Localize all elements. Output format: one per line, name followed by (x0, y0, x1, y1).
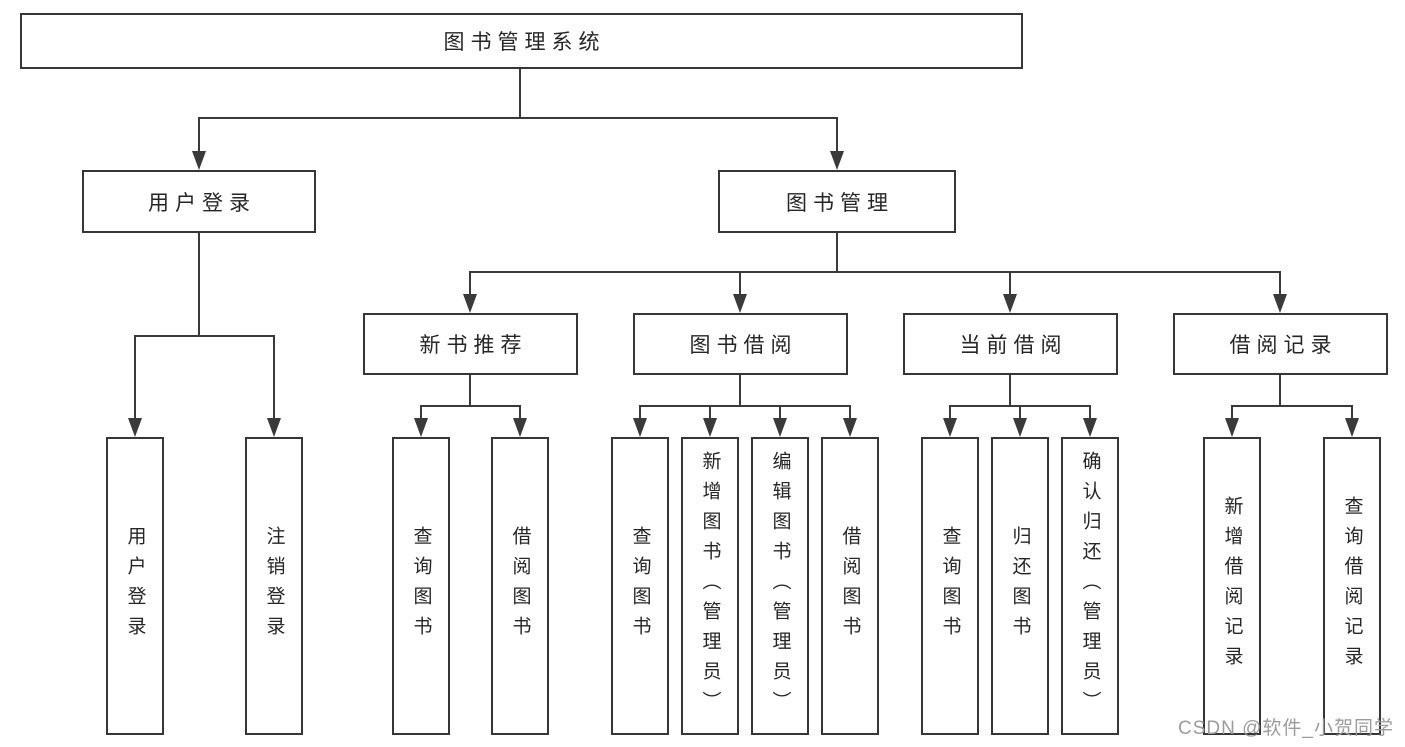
arrowhead (1345, 418, 1359, 437)
node-query-books-borrowing: 查询图书 (611, 437, 669, 735)
connector-borrowing-records-children (1225, 375, 1359, 437)
connector-user-login-children (128, 233, 281, 437)
node-label: 归还图书 (1009, 526, 1031, 646)
node-borrow-books-borrowing: 借阅图书 (821, 437, 879, 735)
arrowhead (703, 418, 717, 437)
arrowhead (633, 418, 647, 437)
arrowhead (1225, 418, 1239, 437)
node-return-books: 归还图书 (991, 437, 1049, 735)
node-borrow-books-recommend: 借阅图书 (491, 437, 549, 735)
node-label: 借阅图书 (839, 526, 861, 646)
node-add-books-admin: 新增图书（管理员） (681, 437, 739, 735)
node-label: 图书管理系统 (443, 31, 606, 54)
node-query-books-recommend: 查询图书 (392, 437, 450, 735)
node-label: 查询图书 (629, 526, 651, 646)
arrowhead (128, 418, 142, 437)
node-label: 当前借阅 (959, 334, 1068, 357)
arrowhead (773, 418, 787, 437)
node-label: 借阅图书 (509, 526, 531, 646)
connector-current-borrowing-children (943, 375, 1097, 437)
arrowhead (733, 294, 747, 313)
node-book-management: 图书管理 (718, 170, 956, 233)
node-new-book-recommendation: 新书推荐 (363, 313, 578, 375)
node-label: 注销登录 (263, 526, 285, 646)
arrowhead (192, 151, 206, 170)
connector-book-management-children (463, 233, 1287, 313)
node-current-borrowing: 当前借阅 (903, 313, 1118, 375)
node-query-borrow-record: 查询借阅记录 (1323, 437, 1381, 735)
connector-book-borrowing-children (633, 375, 857, 437)
node-label: 编辑图书（管理员） (769, 451, 791, 721)
node-label: 新书推荐 (419, 334, 528, 357)
arrowhead (267, 418, 281, 437)
node-user-login: 用户登录 (82, 170, 316, 233)
connector-new-book-recommendation-children (414, 375, 527, 437)
connector-root-to-level2 (192, 69, 844, 170)
node-add-borrow-record: 新增借阅记录 (1203, 437, 1261, 735)
node-query-books-current: 查询图书 (921, 437, 979, 735)
arrowhead (943, 418, 957, 437)
node-label: 确认归还（管理员） (1079, 451, 1101, 721)
node-label: 借阅记录 (1229, 334, 1338, 357)
node-label: 查询图书 (410, 526, 432, 646)
node-label: 用户登录 (148, 191, 256, 215)
arrowhead (843, 418, 857, 437)
node-label: 查询借阅记录 (1341, 496, 1363, 676)
node-confirm-return-admin: 确认归还（管理员） (1061, 437, 1119, 735)
arrowhead (1003, 294, 1017, 313)
arrowhead (414, 418, 428, 437)
node-edit-books-admin: 编辑图书（管理员） (751, 437, 809, 735)
node-label: 查询图书 (939, 526, 961, 646)
arrowhead (1013, 418, 1027, 437)
csdn-watermark: CSDN @软件_小贺同学 (1178, 718, 1394, 739)
arrowhead (1273, 294, 1287, 313)
arrowhead (830, 151, 844, 170)
node-label: 新增图书（管理员） (699, 451, 721, 721)
node-borrowing-records: 借阅记录 (1173, 313, 1388, 375)
node-logout: 注销登录 (245, 437, 303, 735)
arrowhead (1083, 418, 1097, 437)
node-label: 图书借阅 (689, 334, 798, 357)
node-user-login-action: 用户登录 (106, 437, 164, 735)
node-label: 图书管理 (786, 191, 894, 215)
arrowhead (463, 294, 477, 313)
node-library-management-system: 图书管理系统 (20, 13, 1023, 69)
node-book-borrowing: 图书借阅 (633, 313, 848, 375)
arrowhead (513, 418, 527, 437)
node-label: 新增借阅记录 (1221, 496, 1243, 676)
node-label: 用户登录 (124, 526, 146, 646)
